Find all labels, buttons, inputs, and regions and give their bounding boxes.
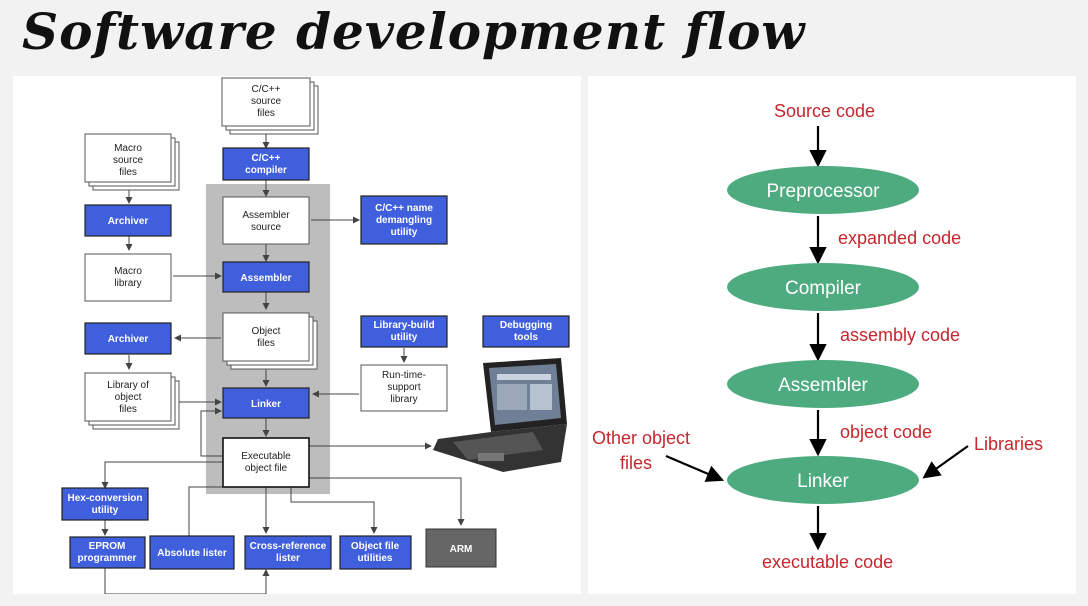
other-object-files-line-1: Other object bbox=[592, 428, 690, 448]
assembly-code-label: assembly code bbox=[840, 325, 960, 345]
arrow-other-object-files-to-linker bbox=[665, 454, 725, 482]
demangle-line-3: utility bbox=[391, 227, 418, 238]
macro-source-line-1: Macro bbox=[114, 143, 142, 154]
library-of-object-line-2: object bbox=[115, 392, 142, 403]
source-code-label: Source code bbox=[774, 101, 875, 121]
runtime-line-3: library bbox=[390, 394, 417, 405]
hex-conversion-utility-box: Hex-conversion utility bbox=[61, 487, 149, 521]
assembler-source-line-1: Assembler bbox=[242, 210, 290, 221]
library-build-utility-box: Library-build utility bbox=[360, 315, 448, 348]
linker-label: Linker bbox=[797, 471, 849, 492]
runtime-line-2: support bbox=[387, 382, 421, 393]
toolchain-diagram-panel: C/C++ source files Macro source files Ob… bbox=[13, 76, 581, 594]
debugging-line-2: tools bbox=[514, 332, 538, 343]
connectors bbox=[101, 133, 465, 594]
laptop-icon bbox=[433, 358, 567, 472]
cross-reference-lister-box: Cross-reference lister bbox=[244, 535, 332, 570]
absolute-lister-box: Absolute lister bbox=[149, 535, 235, 570]
macro-source-files-box: Macro source files bbox=[84, 133, 180, 191]
macro-library-line-1: Macro bbox=[114, 266, 142, 277]
runtime-line-1: Run-time- bbox=[382, 370, 426, 381]
demangling-utility-box: C/C++ name demangling utility bbox=[360, 195, 448, 245]
arm-label: ARM bbox=[450, 544, 473, 555]
c-source-files-box: C/C++ source files bbox=[221, 77, 319, 135]
executable-line-1: Executable bbox=[241, 451, 291, 462]
library-build-line-2: utility bbox=[391, 332, 418, 343]
assembler-node bbox=[727, 360, 919, 408]
assembler-label: Assembler bbox=[778, 375, 868, 396]
absolute-lister-label: Absolute lister bbox=[157, 548, 227, 559]
archiver-mid-label: Archiver bbox=[108, 334, 149, 345]
macro-source-line-2: source bbox=[113, 155, 143, 166]
executable-object-file-box: Executable object file bbox=[222, 437, 310, 488]
assembler-box: Assembler bbox=[222, 261, 310, 293]
cross-reference-line-2: lister bbox=[276, 553, 300, 564]
c-compiler-box: C/C++ compiler bbox=[222, 147, 310, 181]
page-title: Software development flow bbox=[22, 2, 806, 61]
demangle-line-1: C/C++ name bbox=[375, 203, 433, 214]
assembler-source-box: Assembler source bbox=[222, 196, 310, 245]
library-of-object-line-3: files bbox=[119, 404, 137, 415]
assembler-label: Assembler bbox=[240, 273, 291, 284]
preprocessor-label: Preprocessor bbox=[767, 181, 881, 202]
object-files-line-2: files bbox=[257, 338, 275, 349]
archiver-top-box: Archiver bbox=[84, 204, 172, 237]
library-of-object-line-1: Library of bbox=[107, 380, 149, 391]
object-file-utils-line-1: Object file bbox=[351, 541, 400, 552]
executable-line-2: object file bbox=[245, 463, 288, 474]
linker-box: Linker bbox=[222, 387, 310, 419]
object-files-line-1: Object bbox=[252, 326, 281, 337]
object-file-utils-line-2: utilities bbox=[357, 553, 392, 564]
archiver-top-label: Archiver bbox=[108, 216, 149, 227]
compiler-node bbox=[727, 263, 919, 311]
other-object-files-line-2: files bbox=[620, 453, 652, 473]
demangle-line-2: demangling bbox=[376, 215, 432, 226]
macro-library-line-2: library bbox=[114, 278, 141, 289]
executable-code-label: executable code bbox=[762, 552, 893, 572]
arm-box: ARM bbox=[425, 528, 497, 568]
libraries-label: Libraries bbox=[974, 434, 1043, 454]
object-code-label: object code bbox=[840, 422, 932, 442]
macro-library-box: Macro library bbox=[84, 253, 172, 302]
hex-conversion-line-2: utility bbox=[92, 505, 119, 516]
c-source-line-3: files bbox=[257, 108, 275, 119]
library-of-object-files-box: Library of object files bbox=[84, 372, 180, 430]
linker-label: Linker bbox=[251, 399, 281, 410]
c-compiler-line-2: compiler bbox=[245, 165, 287, 176]
eprom-line-2: programmer bbox=[78, 553, 137, 564]
runtime-support-library-box: Run-time- support library bbox=[360, 364, 448, 412]
eprom-line-1: EPROM bbox=[89, 541, 126, 552]
c-compiler-line-1: C/C++ bbox=[252, 153, 281, 164]
preprocessor-node bbox=[727, 166, 919, 214]
archiver-mid-box: Archiver bbox=[84, 322, 172, 355]
expanded-code-label: expanded code bbox=[838, 228, 961, 248]
compilation-flow-diagram: Source code Preprocessor expanded code C… bbox=[592, 101, 1043, 572]
debugging-tools-box: Debugging tools bbox=[482, 315, 570, 348]
arrow-libraries-to-linker bbox=[922, 445, 969, 479]
compilation-flow-panel: Source code Preprocessor expanded code C… bbox=[588, 76, 1076, 594]
compiler-label: Compiler bbox=[785, 278, 862, 299]
c-source-line-1: C/C++ bbox=[252, 84, 281, 95]
object-files-box: Object files bbox=[222, 312, 318, 370]
cross-reference-line-1: Cross-reference bbox=[250, 541, 327, 552]
linker-node bbox=[727, 456, 919, 504]
library-build-line-1: Library-build bbox=[373, 320, 434, 331]
toolchain-diagram: C/C++ source files Macro source files Ob… bbox=[61, 77, 570, 594]
assembler-source-line-2: source bbox=[251, 222, 281, 233]
debugging-line-1: Debugging bbox=[500, 320, 552, 331]
c-source-line-2: source bbox=[251, 96, 281, 107]
object-file-utilities-box: Object file utilities bbox=[339, 535, 412, 570]
macro-source-line-3: files bbox=[119, 167, 137, 178]
eprom-programmer-box: EPROM programmer bbox=[69, 536, 146, 569]
hex-conversion-line-1: Hex-conversion bbox=[67, 493, 142, 504]
